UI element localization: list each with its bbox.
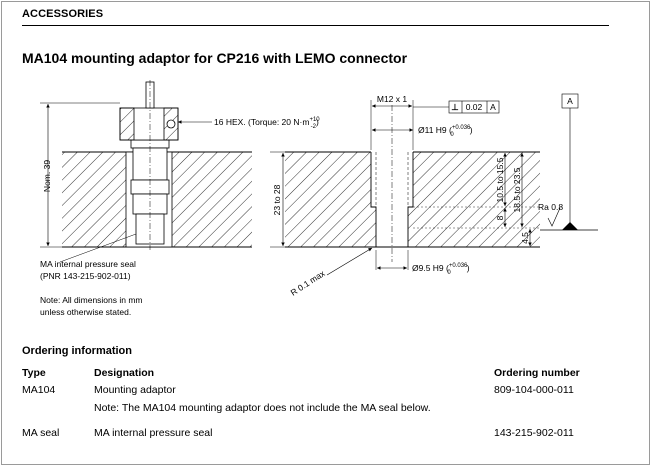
hole-wall-left xyxy=(285,152,371,247)
ordering-title: Ordering information xyxy=(22,345,132,357)
roughness-symbol xyxy=(547,207,561,227)
thread-label: M12 x 1 xyxy=(377,94,408,104)
hole-wall-right xyxy=(413,152,540,247)
wall-left xyxy=(62,152,126,247)
svg-text:10.5 to 15.5: 10.5 to 15.5 xyxy=(495,157,505,202)
section-rule xyxy=(22,25,609,26)
svg-text:4.5: 4.5 xyxy=(520,232,530,244)
svg-text:8: 8 xyxy=(495,215,505,220)
header-type: Type xyxy=(22,367,46,379)
left-view: Nom. 39 16 HEX. (Torque: 20 N·m+10-2) xyxy=(40,80,320,263)
depth-total-label: 23 to 28 xyxy=(272,184,282,215)
svg-text:Ra 0.8: Ra 0.8 xyxy=(538,202,563,212)
header-designation: Designation xyxy=(94,367,155,379)
svg-text:⊥: ⊥ xyxy=(451,102,459,112)
datum-triangle xyxy=(562,222,578,230)
section-title: ACCESSORIES xyxy=(22,8,104,20)
svg-text:18.5 to 23.5: 18.5 to 23.5 xyxy=(512,167,522,212)
radius-label: R 0.1 max xyxy=(289,268,328,298)
product-heading: MA104 mounting adaptor for CP216 with LE… xyxy=(22,50,408,66)
nom-dimension: Nom. 39 xyxy=(42,160,52,192)
seal-note: MA internal pressure seal (PNR 143-215-9… xyxy=(40,259,136,281)
wall-right xyxy=(172,152,252,247)
dimensions-note: Note: All dimensions in mm unless otherw… xyxy=(40,295,143,317)
row-note: Note: The MA104 mounting adaptor does no… xyxy=(94,402,431,414)
svg-text:0.02: 0.02 xyxy=(466,102,483,112)
svg-text:A: A xyxy=(490,102,496,112)
svg-text:A: A xyxy=(567,96,573,106)
header-number: Ordering number xyxy=(494,367,580,379)
hex-label: 16 HEX. (Torque: 20 N·m+10-2) xyxy=(214,117,320,130)
